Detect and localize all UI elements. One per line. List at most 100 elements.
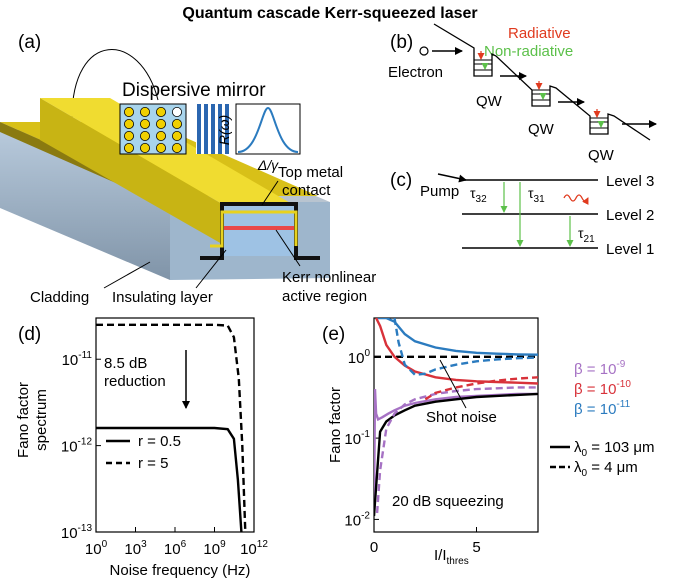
top-metal-label-2: contact <box>282 182 331 199</box>
qw-label-1: QW <box>476 93 503 110</box>
panel-e-label: (e) <box>322 324 345 345</box>
level-1-label: Level 1 <box>606 241 654 258</box>
mirror-stripe <box>211 104 215 154</box>
band-profile <box>433 23 651 141</box>
plot-d-ylabel-2: spectrum <box>33 389 50 451</box>
plot-d-ylabel-1: Fano factor <box>15 382 32 458</box>
panel-a-label: (a) <box>18 32 41 53</box>
mirror-stripe <box>225 104 229 154</box>
y-tick-label: 10-11 <box>62 350 93 369</box>
tau-21-label: τ21 <box>578 225 595 245</box>
non-radiative-label: Non-radiative <box>484 43 573 60</box>
pump-label: Pump <box>420 183 459 200</box>
top-metal-pointer <box>261 180 279 206</box>
mirror-hole <box>139 130 150 141</box>
qw-label-3: QW <box>588 147 615 164</box>
mirror-stripe <box>218 104 222 154</box>
mirror-hole <box>171 130 182 141</box>
legend-d-label-1: r = 0.5 <box>138 433 181 450</box>
legend-beta-label: β = 10-9 <box>574 359 626 378</box>
series-line <box>374 392 538 517</box>
tau-31-label: τ31 <box>528 185 545 205</box>
y-tick-label: 10-13 <box>61 523 93 542</box>
active-region <box>222 226 296 230</box>
plot-d-frame <box>95 317 255 533</box>
legend-beta-label: β = 10-10 <box>574 379 631 398</box>
series-line <box>375 386 538 514</box>
pump-arrow <box>437 173 467 183</box>
qw-label-2: QW <box>528 121 555 138</box>
plot-e-lines <box>374 318 538 517</box>
squeezing-label: 20 dB squeezing <box>392 493 504 510</box>
y-tick-label: 10-12 <box>61 437 93 456</box>
panel-e: (e) 0 5 100 10-1 10-2 Shot noise 20 dB squee… <box>322 317 655 567</box>
y-tick-label: 100 <box>348 348 371 367</box>
x-tick-label: 5 <box>472 539 480 556</box>
panel-c-label: (c) <box>390 170 412 191</box>
top-metal-label-1: Top metal <box>278 164 343 181</box>
cladding-label: Cladding <box>30 289 89 306</box>
level-2-label: Level 2 <box>606 207 654 224</box>
insulating-label: Insulating layer <box>112 289 213 306</box>
photon-emission-icon <box>563 194 589 205</box>
reflectivity-curve <box>237 106 299 153</box>
series-line <box>393 318 538 377</box>
x-tick-label: 1012 <box>240 539 268 558</box>
panel-b: (b) Radiative Non-radiative Electron QW … <box>388 23 657 164</box>
mirror-hole <box>171 119 182 130</box>
insulating-layer <box>200 202 320 260</box>
kerr-pointer <box>275 229 301 267</box>
mirror-hole <box>124 107 135 118</box>
mirror-hole <box>124 142 135 153</box>
kerr-label-1: Kerr nonlinear <box>282 269 376 286</box>
legend-d-label-2: r = 5 <box>138 455 168 472</box>
mirror-hole <box>139 142 150 153</box>
legend-lambda-label: λ0 = 4 μm <box>574 459 638 479</box>
tau-32-label: τ32 <box>470 185 487 205</box>
top-metal-edge <box>210 210 298 248</box>
dispersive-mirror-label: Dispersive mirror <box>122 80 266 101</box>
y-tick-label: 10-2 <box>344 510 370 529</box>
mirror-inset-curve <box>235 103 301 155</box>
ridge-front <box>40 98 222 244</box>
x-tick-label: 106 <box>164 539 187 558</box>
cladding-pointer <box>103 261 151 289</box>
series-line <box>96 323 247 533</box>
mirror-hole <box>155 130 166 141</box>
insulating-pointer <box>195 249 227 289</box>
mirror-hole <box>155 107 166 118</box>
plot-e-ticks: 0 5 100 10-1 10-2 <box>344 348 480 556</box>
plot-e-ylabel: Fano factor <box>327 387 344 463</box>
x-tick-label: 109 <box>203 539 226 558</box>
figure-title: Quantum cascade Kerr-squeezed laser <box>182 5 477 22</box>
plot-d-lines <box>96 323 247 533</box>
plot-d-xlabel: Noise frequency (Hz) <box>110 562 251 579</box>
series-line <box>424 376 538 401</box>
r-omega-label: R(ω) <box>216 115 232 145</box>
y-tick-label: 10-1 <box>344 429 370 448</box>
plot-e-xlabel: I/Ithres <box>434 547 469 567</box>
mirror-holes <box>124 107 182 153</box>
radiative-label: Radiative <box>508 25 571 42</box>
delta-gamma-label: Δ/γ <box>257 157 279 173</box>
x-tick-label: 0 <box>370 539 378 556</box>
legend-lambda-label: λ0 = 103 μm <box>574 439 655 459</box>
shot-noise-label: Shot noise <box>426 409 497 426</box>
mirror-stripe <box>197 104 201 154</box>
mirror-hole <box>139 119 150 130</box>
electron-label: Electron <box>388 64 443 81</box>
mirror-hole <box>124 119 135 130</box>
electron-icon <box>419 46 429 56</box>
mirror-hole <box>171 107 182 118</box>
mirror-hole <box>139 107 150 118</box>
substrate-front <box>0 130 170 280</box>
shot-noise-pointer <box>439 359 467 409</box>
qw-levels <box>474 51 608 129</box>
x-tick-label: 103 <box>124 539 147 558</box>
bond-wire <box>71 49 159 119</box>
kerr-label-2: active region <box>282 288 367 305</box>
x-tick-label: 100 <box>85 539 108 558</box>
